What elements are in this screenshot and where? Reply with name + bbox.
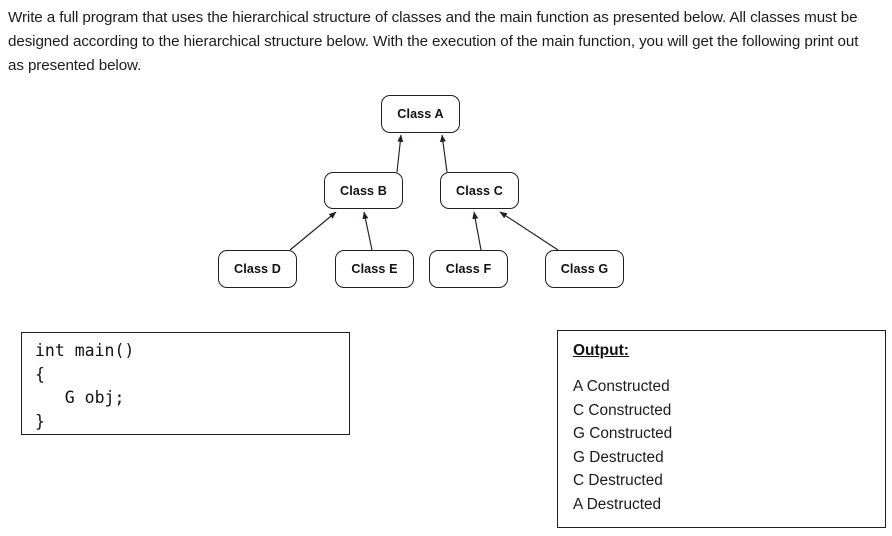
output-line: G Destructed [573,448,664,466]
output-line: C Destructed [573,472,663,490]
output-heading: Output: [573,342,629,359]
class-node-e-label: Class E [351,262,398,276]
output-box: Output: A Constructed C Constructed G Cons… [557,330,886,528]
class-node-b[interactable]: Class B [324,172,403,209]
class-node-g-label: Class G [560,262,609,276]
diagram-edge-b-to-a [396,134,404,173]
class-hierarchy-diagram: Class A Class B Class C Class D Class E … [0,88,892,303]
class-node-f[interactable]: Class F [429,250,508,288]
class-node-c-label: Class C [456,183,503,198]
class-node-d[interactable]: Class D [218,250,297,288]
diagram-edge-c-to-a [439,134,448,173]
diagram-edge-f-to-c [472,211,482,251]
diagram-edge-g-to-c [499,211,559,251]
output-line: A Destructed [573,495,662,513]
class-node-b-label: Class B [340,183,387,198]
class-node-g[interactable]: Class G [545,250,624,288]
main-function-code-box: int main() { G obj; } [21,332,350,435]
main-function-code: int main() { G obj; } [35,341,135,431]
class-node-d-label: Class D [234,262,281,276]
class-node-f-label: Class F [445,262,492,276]
class-node-e[interactable]: Class E [335,250,414,288]
class-node-c[interactable]: Class C [440,172,519,209]
output-line: A Constructed [573,378,670,395]
prompt-paragraph: Write a full program that uses the hiera… [8,9,859,74]
diagram-edge-d-to-b [289,211,337,251]
diagram-edges-svg [289,134,559,251]
class-node-a-label: Class A [397,107,444,121]
class-node-a[interactable]: Class A [381,95,460,133]
diagram-edge-e-to-b [362,211,373,251]
output-line: C Constructed [573,401,672,419]
output-line: G Constructed [573,425,673,443]
